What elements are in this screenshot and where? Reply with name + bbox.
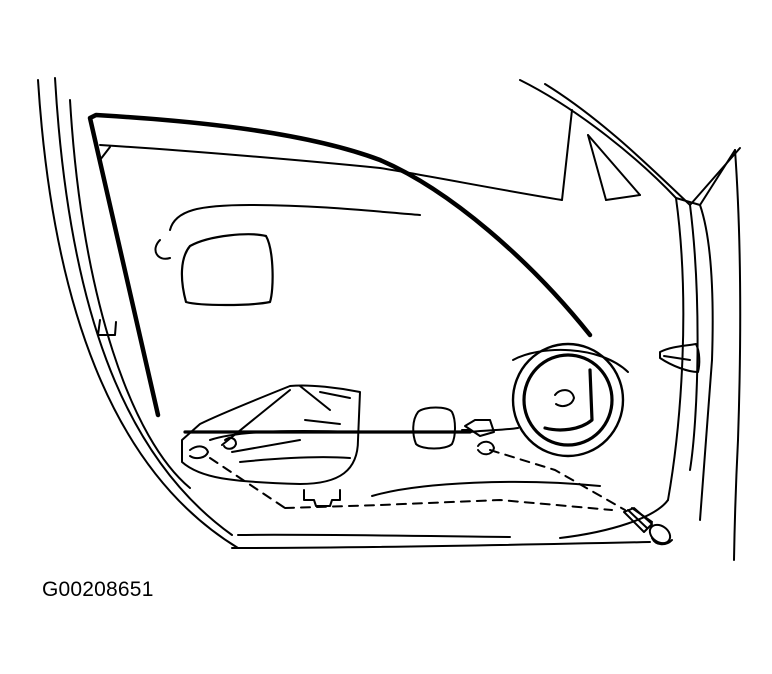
inner-panel-edge [169,204,421,231]
lock-knob-hole [412,406,456,450]
figure-id-label: G00208651 [42,578,154,601]
installation-guide-lines [209,449,626,511]
door-check-strap [659,343,701,373]
window-seal-strip [87,112,593,418]
door-frame-outline [37,77,742,561]
window-frame-channel [99,144,381,169]
screw [623,507,673,546]
inside-door-handle [181,384,361,485]
service-access-hole [180,233,274,307]
speaker [511,342,629,458]
rod-clip [461,419,495,456]
